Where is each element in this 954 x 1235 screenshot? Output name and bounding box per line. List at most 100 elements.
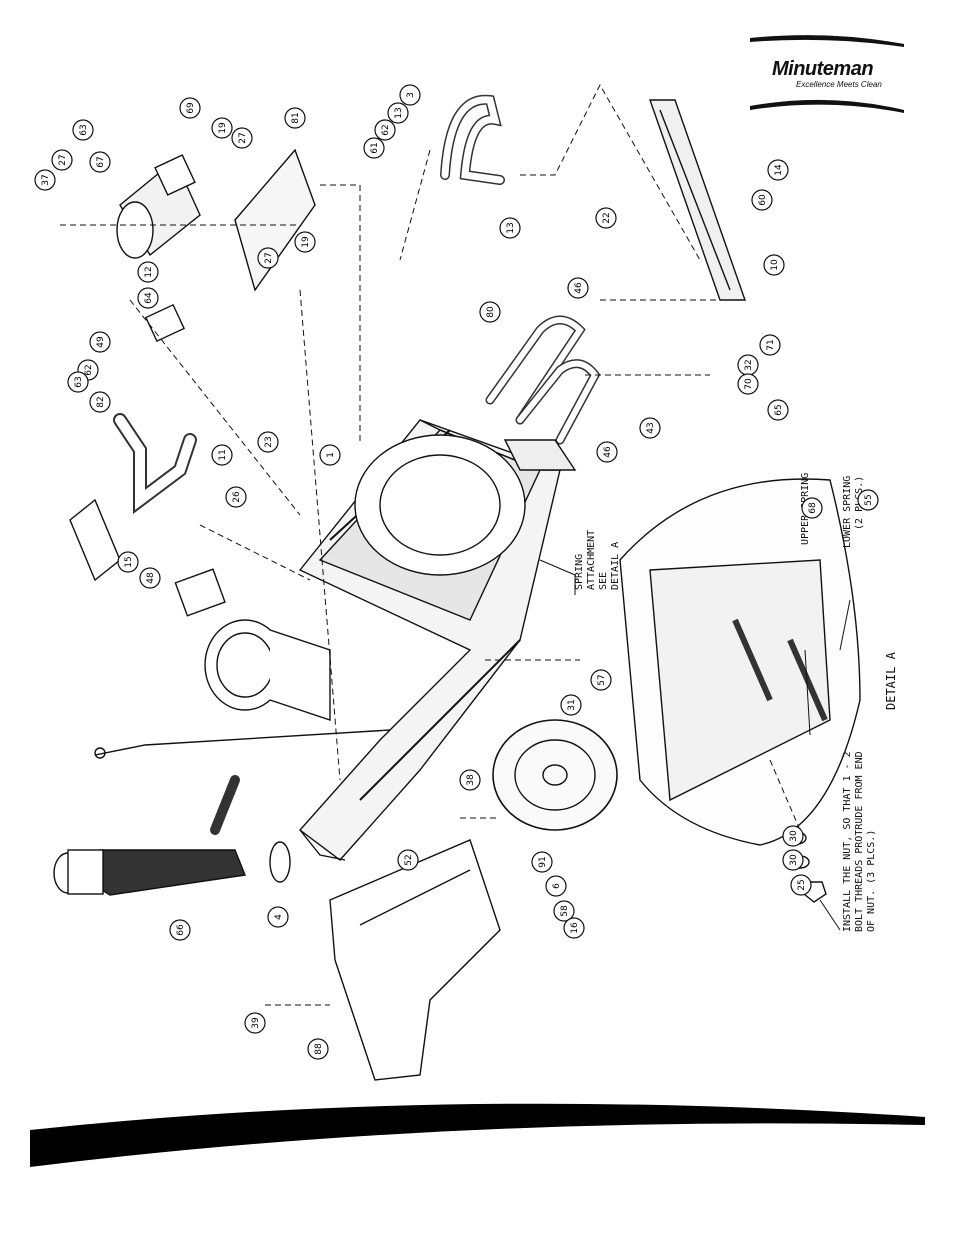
part-callouts: 3727636967192781122719644962638211231261… <box>34 84 879 1060</box>
callout-number: 3 <box>406 92 416 98</box>
callout-15: 15 <box>117 551 139 573</box>
callout-number: 31 <box>567 699 577 710</box>
callout-number: 68 <box>808 502 818 514</box>
callout-number: 58 <box>560 905 570 917</box>
callout-bubble <box>211 444 233 466</box>
callout-number: 63 <box>79 124 89 135</box>
callout-number: 16 <box>570 922 580 934</box>
callout-27: 27 <box>257 247 279 269</box>
callout-23: 23 <box>257 431 279 453</box>
callout-1: 1 <box>319 444 341 466</box>
callout-bubble <box>639 417 661 439</box>
callout-bubble <box>89 151 111 173</box>
callout-16: 16 <box>563 917 585 939</box>
callout-number: 39 <box>251 1017 261 1029</box>
callout-bubble <box>397 849 419 871</box>
callout-bubble <box>72 119 94 141</box>
callout-63: 63 <box>67 371 89 393</box>
callout-number: 19 <box>218 122 228 134</box>
lower-spring-label: LOWER SPRING <box>842 476 853 548</box>
callout-number: 46 <box>603 446 613 458</box>
callout-bubble <box>67 371 89 393</box>
brand-tagline: Excellence Meets Clean <box>796 80 882 89</box>
callout-67: 67 <box>89 151 111 173</box>
callout-bubble <box>479 301 501 323</box>
callout-71: 71 <box>759 334 781 356</box>
callout-bubble <box>459 769 481 791</box>
callout-number: 13 <box>394 107 404 118</box>
callout-bubble <box>737 373 759 395</box>
callout-number: 65 <box>774 404 784 415</box>
callout-6: 6 <box>545 875 567 897</box>
callout-57: 57 <box>590 669 612 691</box>
callout-bubble <box>267 906 289 928</box>
callout-30: 30 <box>782 849 804 871</box>
callout-bubble <box>244 1012 266 1034</box>
callout-64: 64 <box>137 287 159 309</box>
callout-91: 91 <box>531 851 553 873</box>
callout-81: 81 <box>284 107 306 129</box>
callout-bubble <box>117 551 139 573</box>
callout-bubble <box>499 217 521 239</box>
callout-bubble <box>590 669 612 691</box>
callout-number: 62 <box>381 124 391 135</box>
callout-61: 61 <box>363 137 385 159</box>
callout-bubble <box>763 254 785 276</box>
callout-bubble <box>225 486 247 508</box>
detail-a-label: DETAIL A <box>884 651 898 710</box>
callout-number: 55 <box>864 494 874 505</box>
callout-bubble <box>560 694 582 716</box>
callout-number: 37 <box>41 174 51 185</box>
callout-19: 19 <box>294 231 316 253</box>
callout-number: 88 <box>314 1043 324 1055</box>
callout-bubble <box>857 489 879 511</box>
callout-number: 23 <box>264 436 274 447</box>
callout-46: 46 <box>596 441 618 463</box>
callout-number: 57 <box>597 674 607 685</box>
callout-bubble <box>51 149 73 171</box>
callout-27: 27 <box>231 127 253 149</box>
callout-bubble <box>34 169 56 191</box>
callout-number: 12 <box>144 266 154 277</box>
callout-bubble <box>801 497 823 519</box>
callout-bubble <box>231 127 253 149</box>
callout-number: 19 <box>301 236 311 248</box>
callout-19: 19 <box>211 117 233 139</box>
callout-number: 30 <box>789 830 799 842</box>
callout-11: 11 <box>211 444 233 466</box>
callout-number: 13 <box>506 222 516 233</box>
callout-number: 70 <box>744 378 754 390</box>
callout-bubble <box>563 917 585 939</box>
callout-bubble <box>553 900 575 922</box>
callout-39: 39 <box>244 1012 266 1034</box>
callout-bubble <box>307 1038 329 1060</box>
svg-text:SEE: SEE <box>598 572 609 590</box>
callout-bubble <box>545 875 567 897</box>
footer-swoosh-icon <box>30 1103 925 1167</box>
callout-bubble <box>319 444 341 466</box>
install-note-line-1: INSTALL THE NUT, SO THAT 1 - 2 <box>842 751 853 932</box>
callout-80: 80 <box>479 301 501 323</box>
callout-bubble <box>790 874 812 896</box>
callout-58: 58 <box>553 900 575 922</box>
svg-text:ATTACHMENT: ATTACHMENT <box>586 530 597 590</box>
callout-bubble <box>759 334 781 356</box>
callout-number: 22 <box>602 212 612 223</box>
callout-82: 82 <box>89 391 111 413</box>
callout-65: 65 <box>767 399 789 421</box>
callout-number: 81 <box>291 112 301 123</box>
callout-number: 27 <box>264 252 274 263</box>
callout-bubble <box>89 391 111 413</box>
svg-text:SPRING: SPRING <box>574 554 585 590</box>
callout-49: 49 <box>89 331 111 353</box>
callout-63: 63 <box>72 119 94 141</box>
callout-14: 14 <box>767 159 789 181</box>
callout-bubble <box>387 102 409 124</box>
callout-number: 64 <box>144 292 154 304</box>
callout-number: 15 <box>124 556 134 567</box>
callout-number: 26 <box>232 491 242 503</box>
callout-number: 32 <box>744 359 754 370</box>
callout-bubble <box>137 287 159 309</box>
callout-bubble <box>211 117 233 139</box>
